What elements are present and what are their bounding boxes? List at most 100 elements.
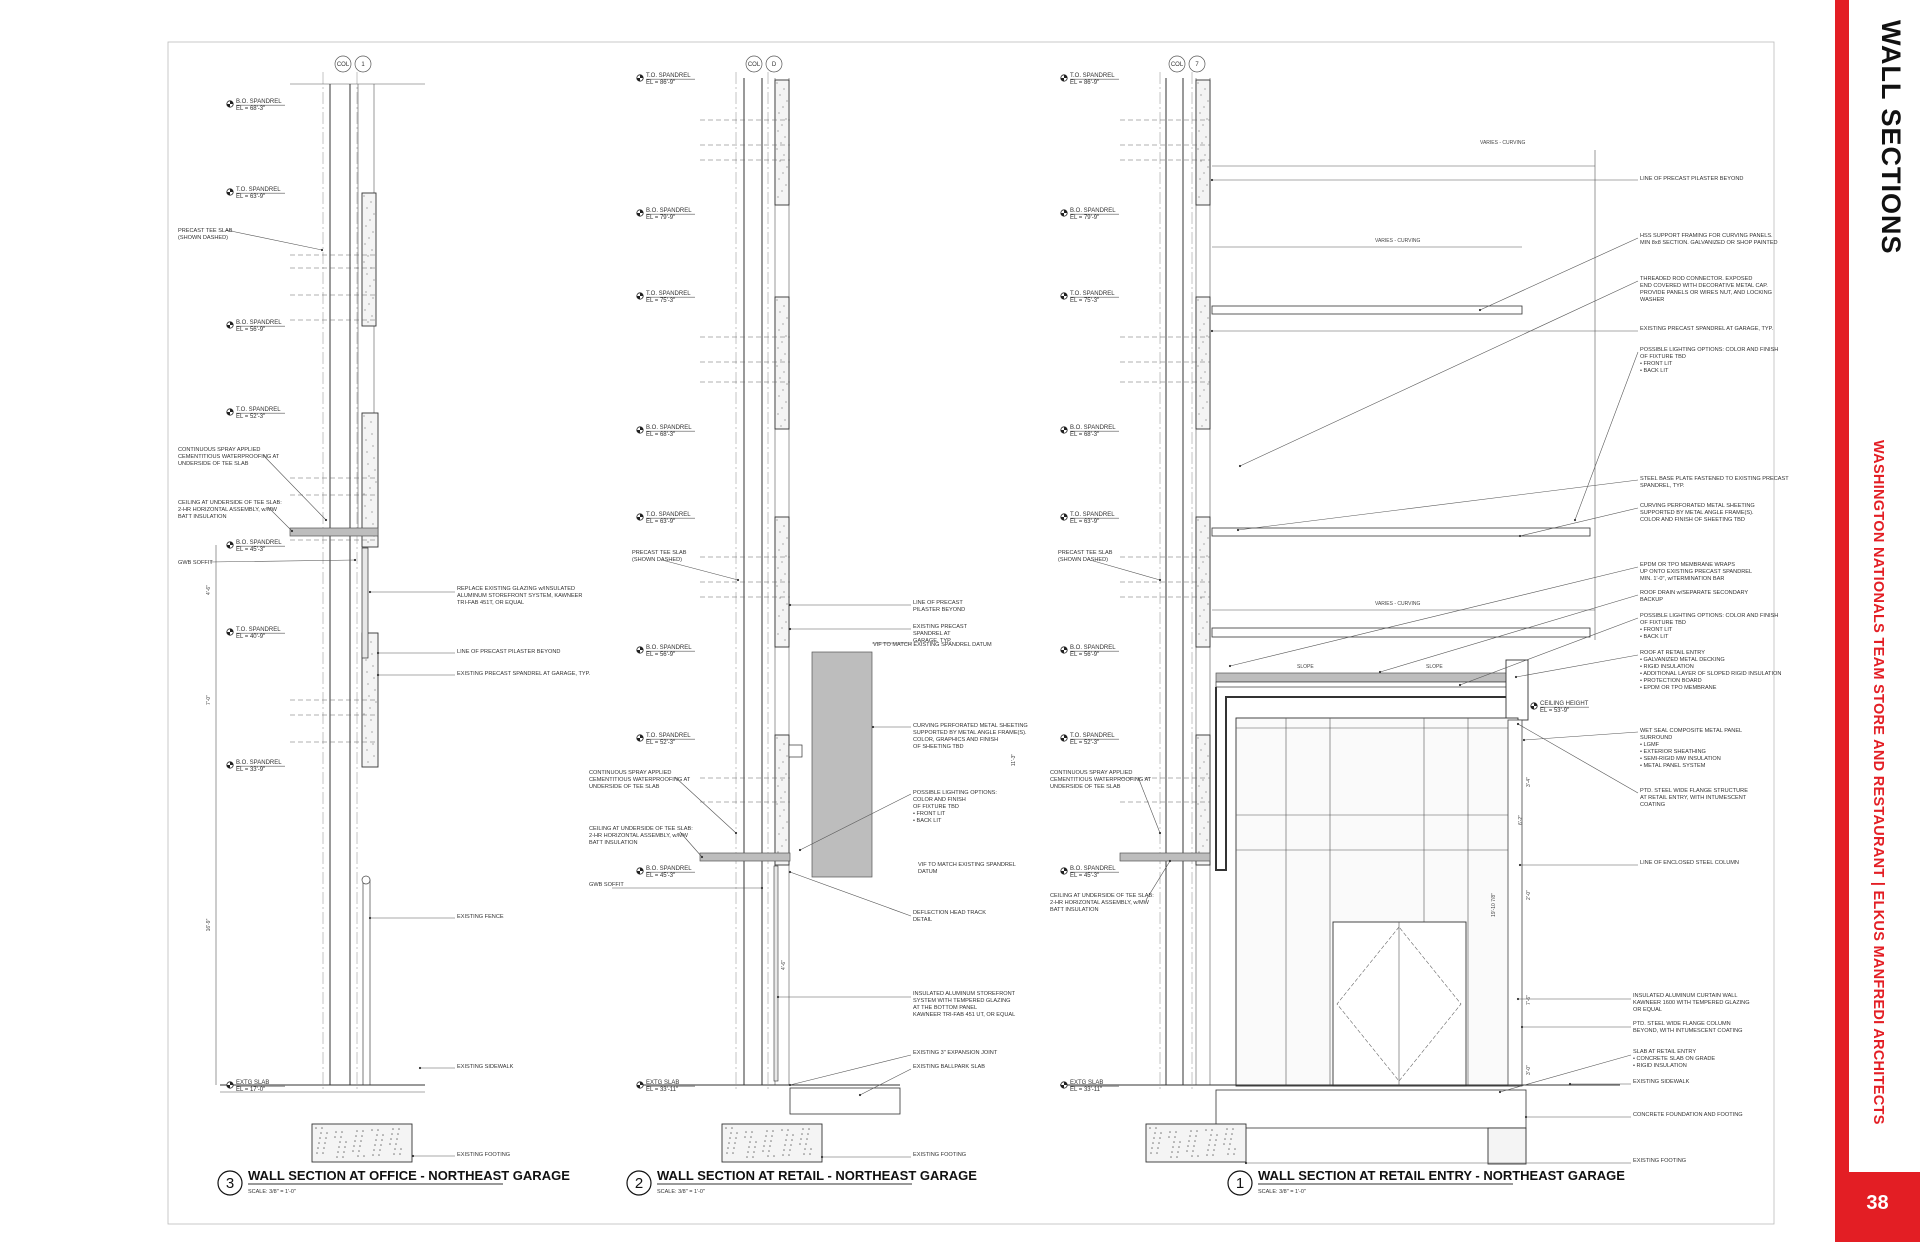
footing-aggregate — [788, 1154, 790, 1156]
precast-aggregate — [1203, 106, 1205, 108]
footing-aggregate — [378, 1154, 380, 1156]
precast-aggregate — [369, 487, 371, 489]
precast-aggregate — [786, 537, 788, 539]
precast-spandrel — [361, 192, 377, 327]
level-elevation: EL = 52'-3" — [236, 414, 265, 420]
precast-aggregate — [784, 419, 786, 421]
storefront-glazing — [361, 547, 369, 659]
right-note: EXISTING FENCE — [457, 914, 504, 920]
footing-aggregate — [379, 1149, 381, 1151]
leader-dot — [1236, 528, 1240, 532]
precast-aggregate — [783, 809, 785, 811]
precast-aggregate — [1204, 371, 1206, 373]
footing-aggregate — [392, 1128, 394, 1130]
footing-aggregate — [735, 1137, 737, 1139]
precast-aggregate — [365, 225, 367, 227]
level-name: T.O. SPANDREL — [646, 73, 691, 79]
metal-panel-surround — [1215, 687, 1506, 871]
leader-line — [1523, 731, 1639, 741]
level-elevation: EL = 45'-3" — [646, 873, 675, 879]
leader-dot — [788, 1083, 792, 1087]
leader-dot — [418, 1066, 422, 1070]
precast-aggregate — [785, 773, 787, 775]
right-note: • RIGID INSULATION — [1640, 664, 1694, 670]
left-note: PRECAST TEE SLAB — [178, 228, 233, 234]
footing-aggregate — [787, 1129, 789, 1131]
footing-aggregate — [357, 1155, 359, 1157]
concrete-foundation — [1215, 1089, 1527, 1129]
precast-aggregate — [776, 737, 778, 739]
precast-aggregate — [1200, 377, 1202, 379]
precast-aggregate — [371, 731, 373, 733]
precast-aggregate — [1205, 791, 1207, 793]
precast-aggregate — [782, 172, 784, 174]
precast-aggregate — [1207, 603, 1209, 605]
column-id: D — [772, 62, 777, 68]
footing-aggregate — [321, 1127, 323, 1129]
precast-aggregate — [1203, 609, 1205, 611]
level-target-fill — [636, 867, 644, 875]
dimension: 19'-10 7/8" — [1491, 893, 1497, 917]
right-note: PTD. STEEL WIDE FLANGE COLUMN — [1633, 1021, 1731, 1027]
level-name: B.O. SPANDREL — [646, 866, 692, 872]
precast-aggregate — [778, 329, 780, 331]
level-target-fill — [1060, 513, 1068, 521]
precast-aggregate — [1199, 395, 1201, 397]
footing-aggregate — [781, 1129, 783, 1131]
leader-dot — [376, 673, 380, 677]
level-elevation: EL = 52'-3" — [1070, 740, 1099, 746]
footing-aggregate — [340, 1136, 342, 1138]
footing-aggregate — [359, 1145, 361, 1147]
precast-aggregate — [1206, 555, 1208, 557]
right-note: DETAIL — [913, 917, 932, 923]
footing-aggregate — [355, 1135, 357, 1137]
datum-note: VIF TO MATCH EXISTING SPANDREL — [918, 862, 1016, 868]
footing-aggregate — [1231, 1133, 1233, 1135]
footing-aggregate — [1214, 1144, 1216, 1146]
precast-aggregate — [785, 184, 787, 186]
right-note: COATING — [1640, 802, 1665, 808]
sheet-title-text: WALL SECTIONS — [1876, 20, 1906, 255]
footing-aggregate — [1153, 1137, 1155, 1139]
precast-aggregate — [366, 749, 368, 751]
precast-aggregate — [778, 395, 780, 397]
precast-aggregate — [373, 279, 375, 281]
right-note: EPDM OR TPO MEMBRANE WRAPS — [1640, 562, 1735, 568]
footing-aggregate — [809, 1153, 811, 1155]
left-note: (SHOWN DASHED) — [632, 557, 682, 563]
right-note: • FRONT LIT — [1640, 627, 1673, 633]
section-number: 1 — [1236, 1175, 1244, 1192]
precast-aggregate — [1198, 196, 1200, 198]
footing-aggregate — [319, 1137, 321, 1139]
leader-dot — [1516, 997, 1520, 1001]
dimension: 11'-3" — [1011, 754, 1017, 767]
precast-aggregate — [371, 433, 373, 435]
level-target-fill — [1060, 1081, 1068, 1089]
column-bubble — [765, 55, 783, 73]
footing-aggregate — [335, 1131, 337, 1133]
right-note: OR EQUAL — [1633, 1007, 1662, 1013]
leader-dot — [1518, 534, 1522, 538]
drawing-border — [167, 41, 1775, 1225]
footing-aggregate — [1194, 1140, 1196, 1142]
level-target-fill — [226, 321, 234, 329]
level-name: T.O. SPANDREL — [646, 512, 691, 518]
footing-aggregate — [1208, 1144, 1210, 1146]
right-note: ROOF AT RETAIL ENTRY — [1640, 650, 1705, 656]
level-elevation: EL = 56'-9" — [236, 327, 265, 333]
left-note: CEMENTITIOUS WATERPROOFING AT — [589, 777, 691, 783]
level-target-fill — [636, 646, 644, 654]
precast-spandrel — [774, 734, 790, 866]
right-note: LINE OF PRECAST PILASTER BEYOND — [457, 649, 560, 655]
precast-aggregate — [1201, 359, 1203, 361]
precast-aggregate — [780, 425, 782, 427]
footing-aggregate — [767, 1155, 769, 1157]
right-note: OF FIXTURE TBD — [1640, 620, 1686, 626]
dimension: 6'-2" — [1518, 815, 1524, 825]
footing-aggregate — [744, 1136, 746, 1138]
level-elevation: EL = 68'-3" — [646, 432, 675, 438]
